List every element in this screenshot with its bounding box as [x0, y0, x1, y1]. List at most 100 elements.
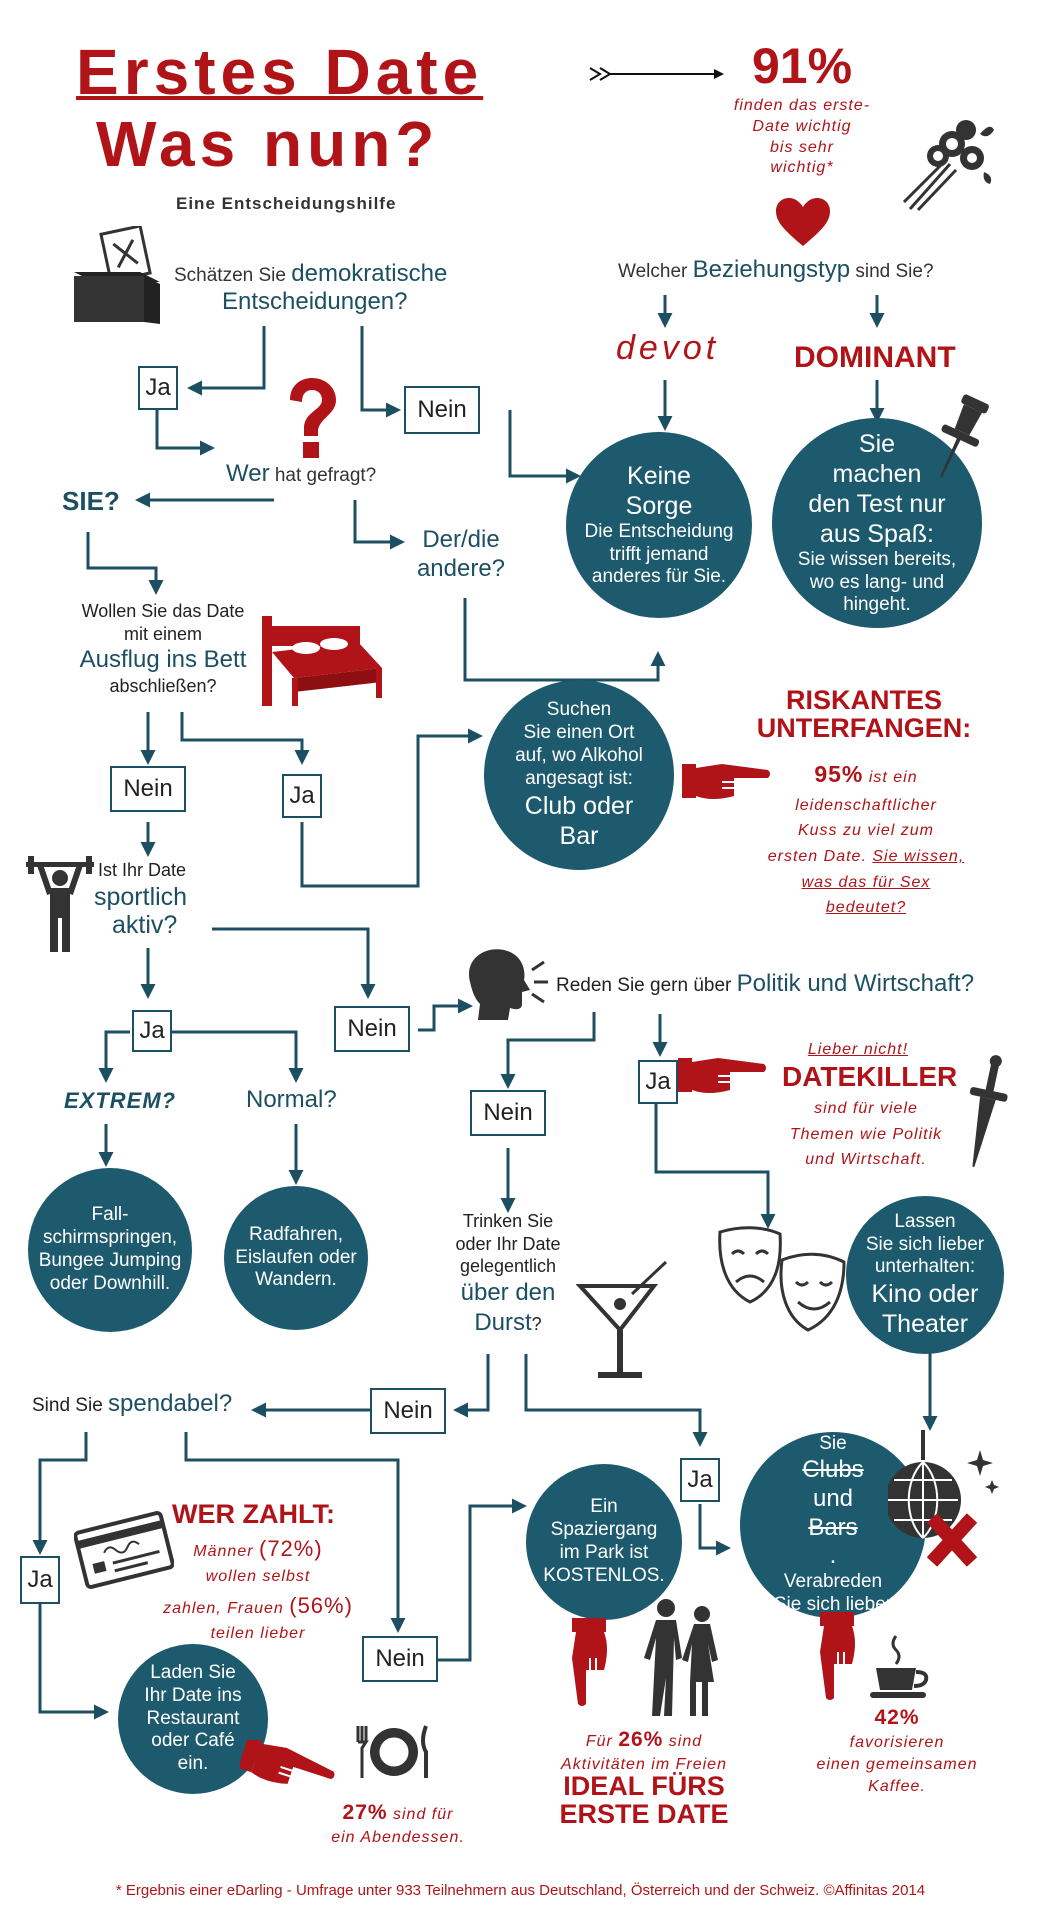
title-line-1: Erstes Date: [76, 36, 484, 108]
datekiller-title: DATEKILLER: [782, 1061, 958, 1092]
datekiller-text: sind für viele Themen wie Politik und Wi…: [789, 1100, 943, 1169]
title-line-2: Was nun?: [96, 108, 440, 180]
circle-restaurant: Laden Sie Ihr Date ins Restaurant oder C…: [118, 1644, 268, 1794]
question-demokratisch: Schätzen Sie demokratische: [174, 260, 448, 287]
bed-icon: [262, 616, 382, 706]
box-nein-demokratisch: Nein: [404, 386, 480, 434]
question-durst: Trinken Sie oder Ihr Date gelegentlich ü…: [455, 1211, 561, 1336]
subtitle: Eine Entscheidungshilfe: [176, 194, 397, 213]
plate-cutlery-icon: [356, 1725, 428, 1778]
pointing-hand-icon: [682, 764, 770, 799]
riskant-title: RISKANTES UNTERFANGEN:: [756, 685, 972, 744]
wire-ja-kino: [654, 1104, 776, 1229]
circle-normal: Radfahren, Eislaufen oder Wandern.: [224, 1186, 368, 1330]
circle-club: Suchen Sie einen Ort auf, wo Alkohol ang…: [484, 680, 674, 870]
wire-ja-wer: [155, 410, 215, 456]
wire-demo-ja: [187, 326, 266, 396]
wire-sie-bett: [86, 532, 164, 595]
wire-derdie-keinesorge: [463, 598, 666, 682]
box-ja-sport: Ja: [132, 1010, 172, 1052]
roses-icon: [902, 120, 994, 212]
martini-glass-icon: [576, 1260, 668, 1378]
wire-ja-club: [300, 728, 483, 888]
question-sport-line1: Ist Ihr Date: [98, 860, 187, 880]
heart-icon: [776, 198, 830, 246]
circle-extrem: Fall- schirmspringen, Bungee Jumping ode…: [28, 1168, 192, 1332]
question-sport-line3: aktiv?: [112, 911, 178, 939]
wer-zahlt-title: WER ZAHLT:: [172, 1499, 335, 1529]
wire-sport-nein: [212, 927, 376, 999]
option-devot: devot: [616, 329, 720, 367]
theater-masks-icon: [718, 1226, 846, 1332]
speaking-head-icon: [468, 949, 548, 1020]
wire-bett-ja: [180, 712, 310, 765]
pushpin-icon: [939, 394, 989, 478]
stat-freien-ideal: IDEAL FÜRS ERSTE DATE: [559, 1771, 729, 1830]
box-nein-sport: Nein: [334, 1006, 410, 1052]
question-sport-line2: sportlich: [94, 883, 188, 911]
box-nein-spendabel: Nein: [362, 1636, 438, 1682]
option-sie: SIE?: [62, 486, 120, 516]
disco-ball-icon: [888, 1430, 999, 1567]
box-nein-politik: Nein: [470, 1090, 546, 1136]
box-ja-bett: Ja: [282, 774, 322, 818]
walking-people-icon: [644, 1599, 718, 1716]
wire-wer-derdie: [353, 500, 405, 550]
wire-nein-politik: [418, 998, 473, 1032]
box-ja-spendabel: Ja: [20, 1556, 60, 1604]
ballot-box-icon: [74, 226, 160, 324]
datekiller-top: Lieber nicht!: [807, 1041, 909, 1058]
credit-card-icon: [74, 1511, 174, 1589]
option-derdie: Der/die andere?: [416, 526, 506, 582]
wire-durst-nein: [453, 1354, 490, 1418]
circle-test: Sie machen den Test nur aus Spaß: Sie wi…: [772, 418, 982, 628]
circle-kaffee: Meiden Sie Clubs und Bars. Verabreden Si…: [740, 1410, 926, 1638]
footer-note: * Ergebnis einer eDarling - Umfrage unte…: [115, 1882, 926, 1899]
pointing-hand-down-icon: [572, 1618, 607, 1706]
question-mark-icon: [290, 378, 336, 458]
pointing-hand-icon: [240, 1740, 335, 1784]
stat-kaffee: 42% favorisieren einen gemeinsamen Kaffe…: [816, 1706, 978, 1795]
question-politik: Reden Sie gern über Politik und Wirtscha…: [556, 970, 975, 997]
question-demokratisch-line2: Entscheidungen?: [222, 288, 408, 315]
wire-ja-extrem: [98, 1030, 130, 1083]
weightlifter-icon: [26, 856, 94, 952]
box-ja-politik: Ja: [638, 1060, 678, 1104]
option-normal: Normal?: [246, 1086, 337, 1113]
header-arrow: [589, 67, 724, 81]
box-ja-durst: Ja: [680, 1458, 720, 1502]
box-nein-durst: Nein: [370, 1388, 446, 1434]
box-nein-bett: Nein: [110, 766, 186, 812]
wire-nein-keinesorge: [508, 410, 581, 484]
question-wer: Wer hat gefragt?: [226, 460, 377, 487]
wire-nein-park: [436, 1498, 527, 1662]
pointing-hand-icon: [678, 1058, 766, 1093]
wire-ja-normal: [172, 1030, 304, 1083]
stat-abendessen: 27% sind für ein Abendessen.: [331, 1801, 465, 1847]
question-beziehungstyp: Welcher Beziehungstyp sind Sie?: [618, 256, 934, 283]
question-spendabel: Sind Sie spendabel?: [32, 1390, 233, 1417]
pointing-hand-down-icon: [820, 1612, 855, 1700]
circle-kino: Lassen Sie sich lieber unterhalten: Kino…: [846, 1196, 1004, 1354]
question-bett: Wollen Sie das Date mit einem Ausflug in…: [79, 601, 247, 696]
riskant-text: 95% ist ein leidenschaftlicher Kuss zu v…: [767, 761, 965, 917]
coffee-cup-icon: [870, 1635, 929, 1698]
stat-91-text: finden das erste- Date wichtig bis sehr …: [733, 97, 871, 177]
wire-politik-nein: [500, 1012, 596, 1089]
box-ja-demokratisch: Ja: [138, 366, 178, 410]
wire-spendabel-nein: [184, 1432, 406, 1633]
stat-freien: Für 26% sind Aktivitäten im Freien: [561, 1728, 727, 1774]
circle-keine-sorge: Keine Sorge Die Entscheidung trifft jema…: [566, 432, 752, 618]
option-dominant: DOMINANT: [794, 341, 956, 374]
wire-demo-nein: [360, 326, 401, 418]
wire-durst-ja: [524, 1354, 708, 1447]
wire-ja-restaurant: [38, 1604, 109, 1720]
option-extrem: EXTREM?: [64, 1088, 177, 1113]
wire-spendabel-ja: [32, 1432, 88, 1555]
circle-park: Ein Spaziergang im Park ist KOSTENLOS.: [526, 1464, 682, 1620]
wire-ja-kaffee: [698, 1504, 731, 1556]
dagger-icon: [969, 1055, 1008, 1167]
stat-91-percent: 91%: [752, 38, 853, 94]
wer-zahlt-text: Männer (72%) wollen selbst zahlen, Fraue…: [163, 1536, 353, 1642]
